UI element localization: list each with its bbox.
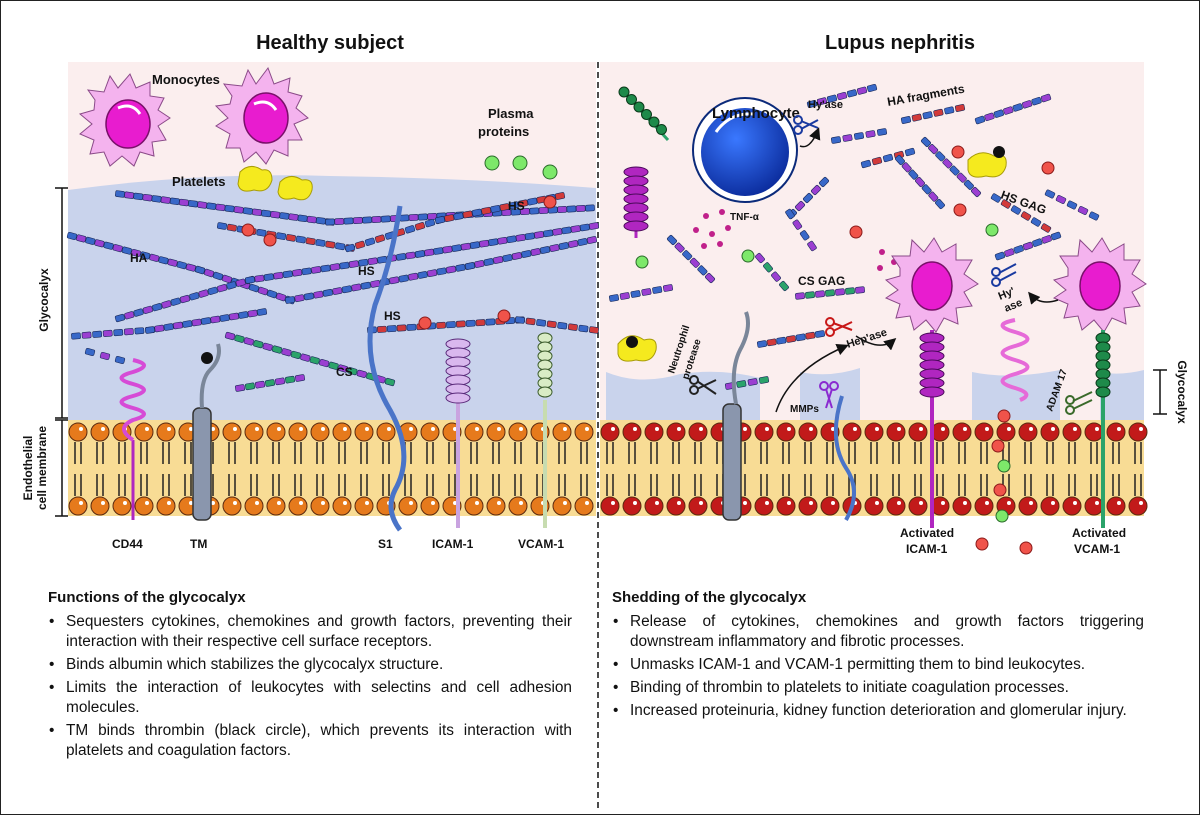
cytokines-right — [849, 145, 1055, 555]
free-vcam-fragment — [618, 86, 670, 142]
hyase-label-2a: Hy' — [997, 285, 1017, 303]
tm-receptor-right — [722, 311, 750, 521]
tnf-label: TNF-α — [730, 212, 760, 223]
s1-label: S1 — [378, 537, 393, 551]
monocytes-label: Monocytes — [152, 72, 220, 87]
mmps-scissors — [819, 381, 839, 409]
vcam1-receptor — [537, 332, 553, 528]
heparanase-scissors — [825, 317, 853, 337]
plasma-proteins-dots — [484, 155, 558, 180]
cytokines-left — [241, 195, 557, 330]
plasma-label-1: Plasma — [488, 106, 534, 121]
cs-gag-label: CS GAG — [798, 274, 845, 288]
right-glycocalyx-remnants — [606, 368, 1144, 422]
activated-icam1 — [919, 330, 945, 528]
activated-vcam-label-2: VCAM-1 — [1074, 542, 1120, 556]
activated-icam-label-2: ICAM-1 — [906, 542, 948, 556]
plasma-label-2: proteins — [478, 124, 529, 139]
tm-label: TM — [190, 537, 207, 551]
shedding-heading: Shedding of the glycocalyx — [612, 589, 807, 606]
hs-label-2: HS — [508, 199, 525, 213]
left-membrane — [68, 420, 596, 516]
left-glycan-chains — [66, 190, 600, 392]
s1-remnant — [833, 395, 856, 521]
hepase-arrow — [855, 335, 897, 351]
right-membrane — [600, 420, 1148, 516]
ha-label: HA — [130, 251, 148, 265]
right-glycan-fragments — [608, 83, 1100, 390]
functions-item: Sequesters cytokines, chemokines and gro… — [49, 612, 572, 652]
functions-block: Functions of the glycocalyx Sequesters c… — [48, 588, 572, 764]
right-panel-title: Lupus nephritis — [825, 32, 975, 54]
right-glycocalyx-bracket — [1153, 369, 1167, 415]
functions-list: Sequesters cytokines, chemokines and gro… — [48, 612, 572, 761]
right-glycocalyx-label: Glycocalyx — [1175, 360, 1189, 424]
activated-monocyte-1 — [884, 237, 979, 333]
right-lumen — [600, 62, 1144, 422]
membrane-bracket — [55, 419, 68, 517]
mmps-arrow — [775, 344, 849, 413]
icam-label: ICAM-1 — [432, 537, 474, 551]
cd44-label: CD44 — [112, 537, 143, 551]
shedding-item: Increased proteinuria, kidney function d… — [613, 701, 1144, 721]
functions-item: TM binds thrombin (black circle), which … — [49, 721, 572, 761]
adam17-scissors — [1065, 391, 1093, 415]
hyase-arrow — [1028, 291, 1059, 305]
left-panel-title: Healthy subject — [256, 32, 404, 54]
membrane-label-1: Endothelial — [21, 436, 35, 501]
activated-monocyte-2 — [1052, 237, 1147, 333]
functions-item: Limits the interaction of leukocytes wit… — [49, 678, 572, 718]
lymphocyte — [692, 97, 798, 203]
hyase-label-1: Hy'ase — [808, 99, 843, 111]
lymphocyte-label: Lymphocyte — [712, 105, 800, 122]
mmps-label: MMPs — [790, 404, 819, 415]
activated-icam-label-1: Activated — [900, 526, 954, 540]
membrane-label-2: cell membrane — [35, 426, 49, 510]
tm-receptor — [192, 343, 221, 521]
shedding-list: Release of cytokines, chemokines and gro… — [612, 612, 1144, 721]
hyaluronidase-scissors-2 — [991, 263, 1017, 287]
activated-vcam1 — [1095, 330, 1111, 528]
glycocalyx-label: Glycocalyx — [37, 268, 51, 332]
icam1-receptor — [445, 338, 471, 528]
activated-vcam-label-1: Activated — [1072, 526, 1126, 540]
cs-label: CS — [336, 365, 353, 379]
functions-item: Binds albumin which stabilizes the glyco… — [49, 655, 572, 675]
shedding-item: Binding of thrombin to platelets to init… — [613, 678, 1144, 698]
shed-cd44 — [1000, 318, 1030, 402]
hs-label-1: HS — [358, 264, 375, 278]
platelets-label: Platelets — [172, 174, 225, 189]
neutrophil-protease-scissors — [689, 375, 717, 395]
hs-label-3: HS — [384, 309, 401, 323]
free-icam-fragment — [623, 166, 649, 238]
hyaluronidase-scissors-1 — [793, 115, 819, 135]
functions-heading: Functions of the glycocalyx — [48, 589, 246, 606]
platelet-thrombin-2 — [617, 335, 657, 362]
platelet-thrombin-1 — [967, 146, 1007, 178]
cd44-receptor — [119, 358, 146, 520]
monocyte-left-2 — [214, 66, 309, 165]
plasma-proteins-right — [635, 223, 1011, 523]
shedding-item: Release of cytokines, chemokines and gro… — [613, 612, 1144, 652]
shedding-item: Unmasks ICAM-1 and VCAM-1 permitting the… — [613, 655, 1144, 675]
platelets-left — [237, 166, 313, 201]
lymphocyte-arrow — [799, 127, 821, 148]
glycocalyx-bracket — [55, 187, 68, 419]
shedding-block: Shedding of the glycocalyx Release of cy… — [612, 588, 1144, 724]
syndecan-s1 — [367, 205, 407, 532]
vcam-label: VCAM-1 — [518, 537, 564, 551]
monocyte-left-1 — [78, 73, 171, 167]
